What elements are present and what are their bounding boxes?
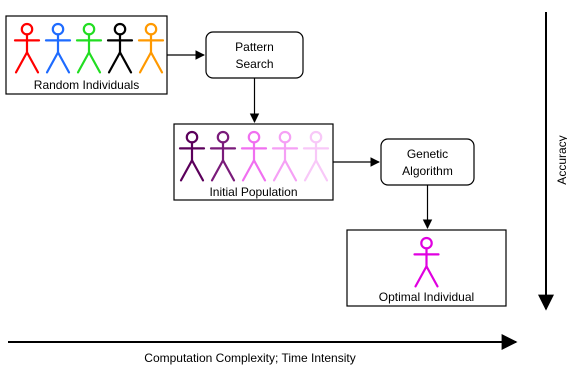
random-person-icon-5 [137,22,165,74]
genetic-algorithm-box [380,138,475,186]
optimal-individual-group: Optimal Individual [346,229,507,307]
random-individuals-label: Random Individuals [34,78,139,92]
random-person-icon-4 [106,22,134,74]
initial-person-icon-5 [302,130,330,182]
initial-person-icon-4 [271,130,299,182]
genetic-algorithm-line1: Genetic [407,147,448,161]
pattern-search-line2: Search [235,57,273,71]
random-figures [13,22,165,74]
pattern-search-line1: Pattern [235,40,274,54]
random-individuals-group: Random Individuals [5,15,168,95]
initial-person-icon-3 [240,130,268,182]
initial-population-label: Initial Population [209,185,297,199]
random-person-icon-1 [13,22,41,74]
pattern-search-box [205,31,304,79]
accuracy-axis-label: Accuracy [555,135,567,184]
pattern-search-node: Pattern Search [205,31,304,79]
genetic-algorithm-line2: Algorithm [402,164,453,178]
optimal-person-icon-1 [413,236,440,288]
genetic-algorithm-node: Genetic Algorithm [380,138,475,186]
initial-person-icon-1 [178,130,206,182]
initial-figures [178,130,330,182]
optimal-figures [413,236,440,288]
time-axis-label: Computation Complexity; Time Intensity [144,351,355,365]
random-person-icon-3 [75,22,103,74]
initial-person-icon-2 [209,130,237,182]
optimal-individual-label: Optimal Individual [379,290,474,304]
initial-population-group: Initial Population [173,123,334,201]
random-person-icon-2 [44,22,72,74]
